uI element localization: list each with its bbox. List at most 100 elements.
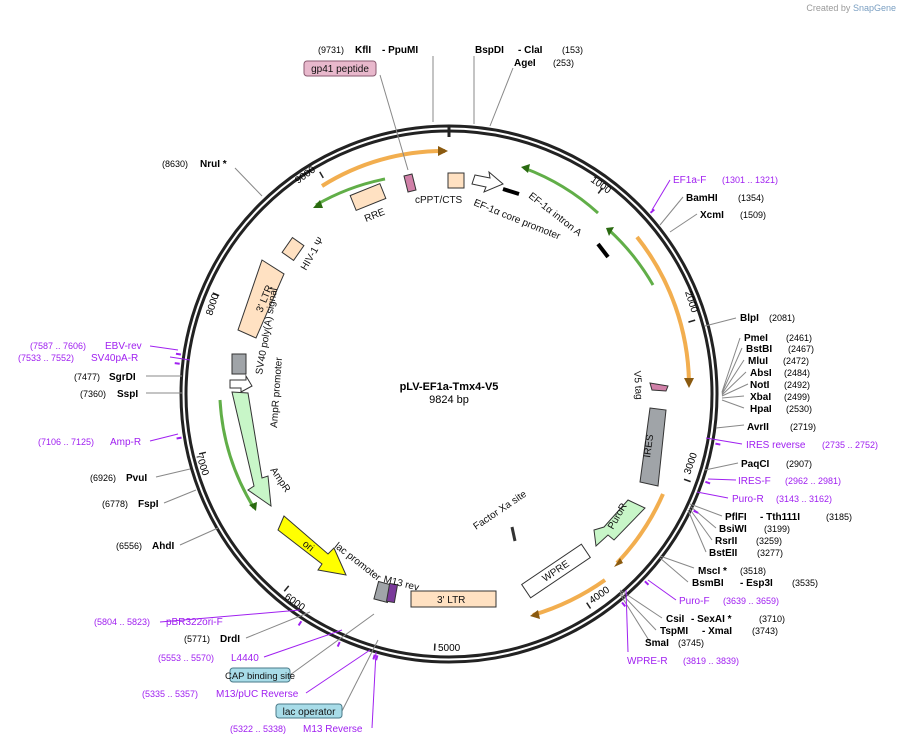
enzyme-name: BstEII: [709, 548, 738, 559]
primer-l4440: (5553 .. 5570)L4440: [158, 653, 259, 664]
scale-tick-3000: [683, 478, 691, 483]
enzyme-pos: (1509): [740, 210, 766, 220]
enzyme-name: CsiI: [666, 614, 685, 625]
enzyme-drdi: (5771) DrdI: [184, 634, 240, 645]
enzyme-pflfi: PflFI- Tth111I(3185): [725, 512, 852, 523]
enzyme-name: XbaI: [750, 392, 771, 403]
ampr-feature: [231, 391, 272, 508]
enzyme-rsrii: RsrII(3259): [715, 536, 782, 547]
orf-arc-top: [320, 148, 446, 188]
leader-agei: [489, 67, 514, 127]
leader-m13puc: [305, 649, 371, 694]
enzyme-nrui: (8630)NruI *: [162, 159, 227, 170]
ltr3-bottom-label: 3' LTR: [437, 595, 465, 606]
enzyme-name2: - ClaI: [518, 45, 543, 56]
lac-operator-label-box: [275, 703, 343, 719]
leader-puro-f: [647, 579, 677, 601]
leader-paqci: [704, 462, 739, 471]
enzyme-pos: (2472): [783, 356, 809, 366]
enzyme-pos: (2492): [784, 380, 810, 390]
boxed-feature-labels: gp41 peptide CAP binding site lac operat…: [225, 60, 377, 719]
snapgene-credit: Created by SnapGene: [806, 3, 896, 13]
ires-label: IRES: [642, 433, 656, 458]
enzyme-avrii: AvrII(2719): [747, 422, 816, 433]
ef1a-core-promoter-arrow: [471, 170, 504, 193]
primer-ebv-rev: (7587 .. 7606)EBV-rev: [30, 341, 142, 352]
enzyme-name: PmeI: [744, 333, 768, 344]
scale-tick-6000: [283, 585, 290, 592]
enzyme-name: DrdI: [220, 634, 240, 645]
primer-site-tick: [297, 620, 303, 626]
primer-leader-lines: [149, 179, 743, 729]
green-arc-right: [607, 228, 655, 286]
leader-pbr322ori-f: [159, 609, 301, 623]
enzyme-name: AgeI: [514, 58, 536, 69]
rre-feature: [349, 182, 387, 212]
enzyme-sgrdi: (7477)SgrDI: [74, 372, 136, 383]
primer-name: L4440: [231, 653, 259, 664]
tick-label-8000: 8000: [204, 292, 221, 317]
enzyme-name: PvuI: [126, 473, 147, 484]
leader-bamhi: [659, 196, 684, 226]
primer-range: (3819 .. 3839): [683, 656, 739, 666]
hiv-psi-feature: [281, 236, 305, 262]
enzyme-smai: SmaI(3745): [645, 638, 704, 649]
primer-name: WPRE-R: [627, 656, 668, 667]
m13rev-feature: [385, 582, 399, 604]
enzyme-paqci: PaqCI(2907): [741, 459, 812, 470]
tick-label-5000: 5000: [438, 643, 461, 654]
green-arc-ampr: [218, 399, 256, 509]
green-arrow-intron: [521, 164, 530, 173]
enzyme-pmei: PmeI (2461): [744, 333, 812, 344]
primer-ef1a-f: EF1a-F (1301 .. 1321): [673, 175, 778, 186]
primer-name: EF1a-F: [673, 175, 706, 186]
ampr-promoter-arrow: [229, 374, 253, 393]
enzyme-pos: (3745): [678, 638, 704, 648]
primer-wpre-r: WPRE-R (3819 .. 3839): [627, 656, 739, 667]
enzyme-name: BlpI: [740, 313, 759, 324]
enzyme-name2: - SexAI *: [691, 614, 732, 625]
cap-label: CAP binding site: [225, 671, 295, 682]
ef1a-intron-marker: [596, 242, 610, 259]
enzyme-blpi: BlpI(2081): [740, 313, 795, 324]
leader-sv40pa-r: [169, 356, 191, 361]
enzyme-fspi: (6778)FspI: [102, 499, 159, 510]
primer-site-tick: [176, 436, 182, 440]
plasmid-name: pLV-EF1a-Tmx4-V5: [400, 381, 499, 393]
ampr-promoter-label: AmpR promoter: [269, 356, 285, 428]
enzyme-name: BamHI: [686, 193, 718, 204]
enzyme-bamhi: BamHI(1354): [686, 193, 764, 204]
factor-xa-label: Factor Xa site: [472, 489, 530, 533]
orf-arrow-puro: [614, 558, 623, 567]
scale-tick-labels: 1000 2000 3000 4000 5000 6000 7000 8000 …: [193, 164, 700, 654]
leader-lines: [146, 56, 749, 712]
leader-ef1a-f: [651, 179, 671, 211]
primer-range: (5335 .. 5357): [142, 689, 198, 699]
enzyme-tspmi: TspMI- XmaI(3743): [660, 626, 778, 637]
orf-arrow-wpre: [530, 610, 540, 619]
plasmid-size: 9824 bp: [429, 394, 469, 406]
gp41-feature: [403, 173, 417, 193]
primer-site-ticks: [174, 208, 721, 661]
leader-cap: [289, 613, 375, 676]
leader-pflfi-cluster: [687, 503, 723, 553]
snapgene-brand: SnapGene: [852, 3, 896, 13]
v5-feature: [649, 382, 669, 392]
primer-site-tick: [715, 442, 721, 446]
primer-site-tick: [175, 352, 182, 356]
enzyme-pos: (7360): [80, 389, 106, 399]
primer-range: (7533 .. 7552): [18, 353, 74, 363]
sv40-feature: [231, 353, 247, 375]
enzyme-pos: (3535): [792, 578, 818, 588]
enzyme-pos: (5771): [184, 634, 210, 644]
primer-name: pBR322ori-F: [166, 617, 223, 628]
enzyme-name: HpaI: [750, 404, 772, 415]
primer-site-tick: [372, 654, 376, 660]
ltr3-bottom-feature: [410, 590, 497, 608]
orf-arc-puro: [615, 493, 665, 565]
enzyme-bsmbi: BsmBI- Esp3I(3535): [692, 578, 818, 589]
credit-prefix: Created by: [806, 3, 851, 13]
enzyme-pos: (2461): [786, 333, 812, 343]
enzyme-msci: MscI *(3518): [698, 566, 766, 577]
primer-range: (1301 .. 1321): [722, 175, 778, 185]
